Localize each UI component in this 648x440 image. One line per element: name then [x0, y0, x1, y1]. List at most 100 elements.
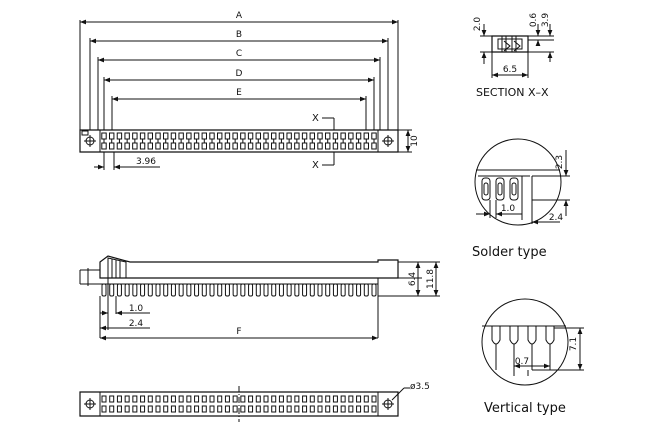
side-pin [102, 284, 106, 296]
bottom-pin-upper [241, 396, 245, 402]
side-pin [195, 284, 199, 296]
front-contact-lower [241, 143, 245, 149]
front-contact-lower [326, 143, 330, 149]
bottom-pin-upper [249, 396, 253, 402]
bottom-pin-upper [272, 396, 276, 402]
dim-label-hole-diameter: ø3.5 [410, 382, 430, 392]
side-pin [164, 284, 168, 296]
dim-label-b: B [236, 30, 242, 40]
front-contact-upper [102, 133, 106, 139]
bottom-pin-lower [256, 406, 260, 412]
bottom-pin-lower [141, 406, 145, 412]
bottom-pin-upper [349, 396, 353, 402]
front-contact-upper [248, 133, 252, 139]
side-pin [272, 284, 276, 296]
bottom-pin-upper [372, 396, 376, 402]
dim-label-side-offset: 2.4 [129, 319, 144, 329]
bottom-pin-upper [326, 396, 330, 402]
front-contact-upper [310, 133, 314, 139]
bottom-pin-lower [117, 406, 121, 412]
bottom-pin-upper [202, 396, 206, 402]
solder-type-caption: Solder type [472, 245, 547, 260]
front-contact-upper [295, 133, 299, 139]
bottom-pin-upper [110, 396, 114, 402]
bottom-pin-lower [272, 406, 276, 412]
side-pin [287, 284, 291, 296]
front-contact-upper [156, 133, 160, 139]
bottom-pin-lower [179, 406, 183, 412]
front-contact-lower [110, 143, 114, 149]
front-contact-lower [341, 143, 345, 149]
front-contact-upper [333, 133, 337, 139]
bottom-view [80, 386, 410, 422]
front-contact-upper [287, 133, 291, 139]
bottom-pin-upper [310, 396, 314, 402]
front-contact-lower [125, 143, 129, 149]
front-contact-upper [210, 133, 214, 139]
front-contact-lower [302, 143, 306, 149]
side-pin [179, 284, 183, 296]
dim-label-a: A [236, 11, 243, 21]
bottom-pin-upper [125, 396, 129, 402]
bottom-pin-upper [318, 396, 322, 402]
front-contact-upper [110, 133, 114, 139]
side-view [80, 256, 440, 341]
bottom-pin-lower [125, 406, 129, 412]
dim-label-pitch: 3.96 [136, 157, 156, 167]
front-contact-upper [326, 133, 330, 139]
bottom-pin-lower [171, 406, 175, 412]
front-contact-lower [349, 143, 353, 149]
front-view [80, 19, 412, 170]
front-contact-upper [148, 133, 152, 139]
front-contact-lower [279, 143, 283, 149]
front-contact-lower [310, 143, 314, 149]
side-pin [148, 284, 152, 296]
front-contact-lower [133, 143, 137, 149]
front-contact-upper [372, 133, 376, 139]
side-pin [171, 284, 175, 296]
front-contact-lower [264, 143, 268, 149]
front-contact-upper [179, 133, 183, 139]
front-contact-upper [233, 133, 237, 139]
side-pin [303, 284, 307, 296]
front-contact-upper [341, 133, 345, 139]
front-contact-upper [272, 133, 276, 139]
side-pin [117, 284, 121, 296]
bottom-pin-upper [364, 396, 368, 402]
bottom-pin-lower [110, 406, 114, 412]
side-pin [133, 284, 137, 296]
side-pin [110, 284, 114, 296]
bottom-pin-lower [187, 406, 191, 412]
front-contact-upper [171, 133, 175, 139]
bottom-pin-lower [341, 406, 345, 412]
front-contact-upper [264, 133, 268, 139]
dim-label-section-width: 6.5 [503, 65, 517, 75]
bottom-pin-lower [326, 406, 330, 412]
front-contact-upper [194, 133, 198, 139]
front-contact-lower [102, 143, 106, 149]
side-pin [264, 284, 268, 296]
front-contact-lower [356, 143, 360, 149]
bottom-pin-upper [210, 396, 214, 402]
front-contact-lower [287, 143, 291, 149]
side-pin [256, 284, 260, 296]
front-contact-lower [372, 143, 376, 149]
bottom-pin-lower [148, 406, 152, 412]
dim-label-vertical-width: 0.7 [515, 357, 529, 367]
bottom-pin-lower [225, 406, 229, 412]
front-contact-upper [133, 133, 137, 139]
bottom-pin-upper [141, 396, 145, 402]
side-pin [187, 284, 191, 296]
dim-label-height-front: 10 [410, 135, 420, 147]
dim-label-e: E [236, 88, 242, 98]
bottom-pin-upper [164, 396, 168, 402]
side-pin [156, 284, 160, 296]
front-contact-lower [117, 143, 121, 149]
front-contact-lower [225, 143, 229, 149]
side-pin [241, 284, 245, 296]
bottom-pin-lower [279, 406, 283, 412]
front-contact-upper [218, 133, 222, 139]
side-pin [218, 284, 222, 296]
bottom-pin-upper [179, 396, 183, 402]
bottom-pin-lower [195, 406, 199, 412]
